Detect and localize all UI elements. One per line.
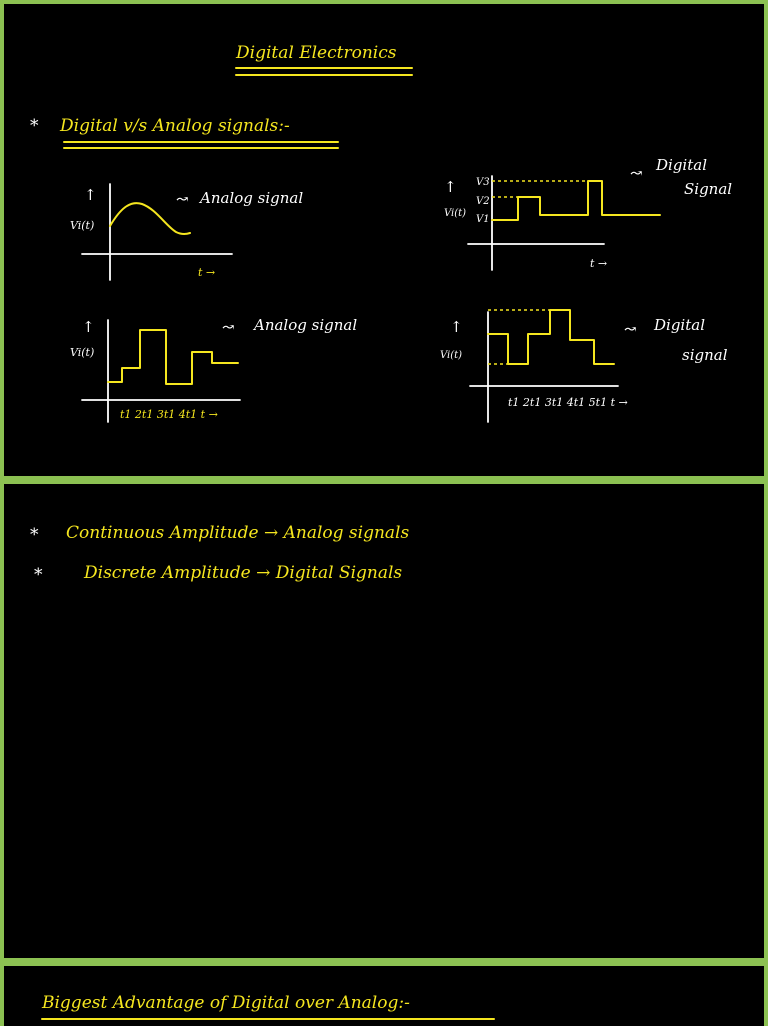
arrow-icon: ↝: [222, 318, 235, 336]
notes-panel-3: Biggest Advantage of Digital over Analog…: [4, 966, 764, 1026]
bullet-star: *: [30, 525, 39, 545]
arrow-icon: ↝: [624, 320, 637, 338]
panel-2-canvas: * Continuous Amplitude → Analog signals …: [30, 523, 409, 585]
bullet-star: *: [30, 116, 39, 136]
point-discrete-amplitude: Discrete Amplitude → Digital Signals: [83, 563, 402, 583]
digital-waveform: [491, 180, 661, 221]
graph-label: Analog signal: [252, 316, 357, 334]
point-continuous-amplitude: Continuous Amplitude → Analog signals: [66, 523, 409, 543]
bullet-star: *: [34, 565, 43, 585]
section-heading: Digital v/s Analog signals:-: [59, 116, 290, 136]
up-arrow: ↑: [84, 186, 97, 204]
graph-label: Analog signal: [198, 189, 303, 207]
y-axis-label: Vi(t): [70, 219, 94, 232]
y-axis-label: Vi(t): [440, 350, 462, 361]
graph-label-line2: Signal: [684, 180, 732, 198]
arrow-icon: ↝: [176, 190, 189, 208]
graph-label-line1: Digital: [653, 316, 705, 334]
notes-panel-2: * Continuous Amplitude → Analog signals …: [4, 484, 764, 958]
x-axis-label: t →: [590, 257, 607, 270]
graph-analog-discrete-time: ↑ Vi(t) t1 2t1 3t1 4t1 t → ↝ Analog sign…: [70, 316, 357, 423]
level-v3: V3: [476, 177, 490, 188]
page-title: Digital Electronics: [235, 43, 397, 63]
graph-digital-levels: ↑ Vi(t) V3 V2 V1 t → ↝ Digital Signal: [444, 156, 732, 271]
y-axis-label: Vi(t): [70, 346, 94, 359]
level-v1: V1: [476, 214, 490, 225]
graph-analog-continuous: ↑ Vi(t) t → ↝ Analog signal: [70, 183, 303, 281]
panel-1-canvas: Digital Electronics * Digital v/s Analog…: [30, 43, 732, 423]
x-axis-label: t →: [198, 266, 215, 279]
graph-digital-discrete-time: ↑ Vi(t) t1 2t1 3t1 4t1 5t1 t → ↝ Digital…: [440, 309, 728, 423]
arrow-icon: ↝: [630, 164, 643, 182]
bottom-heading: Biggest Advantage of Digital over Analog…: [41, 993, 410, 1013]
up-arrow: ↑: [444, 178, 457, 196]
level-v2: V2: [476, 196, 490, 207]
graph-label-line2: signal: [682, 346, 728, 364]
up-arrow: ↑: [82, 318, 95, 336]
panel-3-canvas: Biggest Advantage of Digital over Analog…: [41, 993, 495, 1020]
up-arrow: ↑: [450, 318, 463, 336]
x-axis-ticks: t1 2t1 3t1 4t1 t →: [120, 408, 218, 421]
y-axis-label: Vi(t): [444, 208, 466, 219]
notes-panel-1: Digital Electronics * Digital v/s Analog…: [4, 4, 764, 476]
digital-waveform: [487, 309, 615, 365]
x-axis-ticks: t1 2t1 3t1 4t1 5t1 t →: [508, 396, 628, 409]
stepped-waveform: [107, 329, 239, 385]
analog-curve: [109, 202, 191, 235]
graph-label-line1: Digital: [655, 156, 707, 174]
